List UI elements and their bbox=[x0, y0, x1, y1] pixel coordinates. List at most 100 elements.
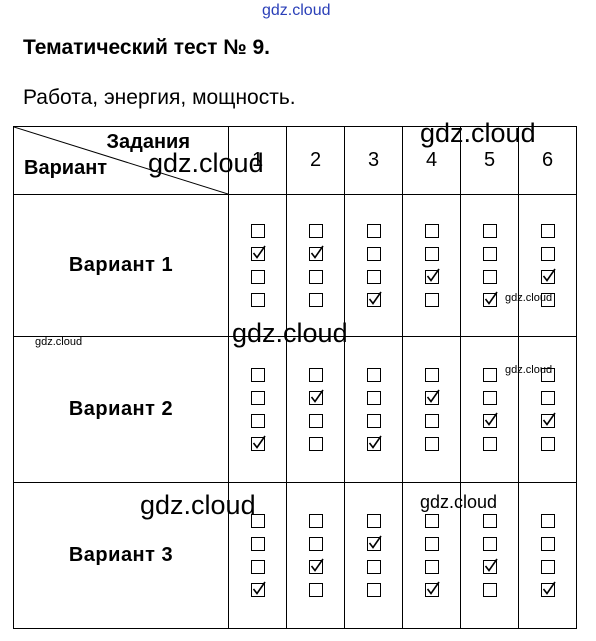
checkbox-empty[interactable] bbox=[540, 293, 555, 307]
checkbox-empty[interactable] bbox=[250, 414, 265, 428]
answer-options bbox=[482, 224, 498, 307]
checkbox-empty[interactable] bbox=[308, 368, 323, 382]
table-row: Вариант 1 bbox=[13, 194, 577, 337]
checkbox-empty[interactable] bbox=[250, 514, 265, 528]
checkbox-empty[interactable] bbox=[540, 560, 555, 574]
checkbox-empty[interactable] bbox=[366, 391, 381, 405]
checkbox-checked[interactable] bbox=[366, 535, 382, 551]
checkbox-empty[interactable] bbox=[540, 368, 555, 382]
checkbox-empty[interactable] bbox=[250, 224, 265, 238]
check-icon bbox=[310, 389, 324, 403]
watermark: gdz.cloud bbox=[140, 490, 256, 520]
table-row: Вариант 3 bbox=[13, 482, 577, 629]
checkbox-checked[interactable] bbox=[366, 435, 382, 451]
checkbox-empty[interactable] bbox=[250, 368, 265, 382]
checkbox-empty[interactable] bbox=[424, 514, 439, 528]
checkbox-empty[interactable] bbox=[540, 514, 555, 528]
checkbox-empty[interactable] bbox=[308, 270, 323, 284]
task-header-4: 4 bbox=[402, 126, 461, 195]
checkbox-empty[interactable] bbox=[308, 224, 323, 238]
checkbox-checked[interactable] bbox=[308, 245, 324, 261]
check-icon bbox=[426, 389, 440, 403]
checkbox-empty[interactable] bbox=[540, 437, 555, 451]
checkbox-empty[interactable] bbox=[540, 391, 555, 405]
answer-options bbox=[540, 514, 556, 597]
checkbox-empty[interactable] bbox=[482, 437, 497, 451]
checkbox-checked[interactable] bbox=[424, 268, 440, 284]
checkbox-checked[interactable] bbox=[424, 581, 440, 597]
check-icon bbox=[426, 268, 440, 282]
checkbox-checked[interactable] bbox=[250, 581, 266, 597]
checkbox-checked[interactable] bbox=[540, 268, 556, 284]
checkbox-checked[interactable] bbox=[540, 581, 556, 597]
checkbox-empty[interactable] bbox=[308, 414, 323, 428]
answer-cell bbox=[228, 482, 287, 629]
answer-options bbox=[540, 224, 556, 307]
page-title: Тематический тест № 9. bbox=[23, 36, 270, 59]
checkbox-checked[interactable] bbox=[482, 291, 498, 307]
checkbox-empty[interactable] bbox=[366, 270, 381, 284]
checkbox-empty[interactable] bbox=[366, 583, 381, 597]
checkbox-empty[interactable] bbox=[424, 247, 439, 261]
checkbox-empty[interactable] bbox=[250, 537, 265, 551]
checkbox-empty[interactable] bbox=[482, 270, 497, 284]
checkbox-empty[interactable] bbox=[424, 414, 439, 428]
answer-options bbox=[424, 368, 440, 451]
variant-label: Вариант 1 bbox=[13, 194, 229, 337]
corner-cell: Задания Вариант bbox=[13, 126, 229, 195]
checkbox-checked[interactable] bbox=[308, 558, 324, 574]
checkbox-checked[interactable] bbox=[250, 245, 266, 261]
checkbox-empty[interactable] bbox=[482, 391, 497, 405]
checkbox-empty[interactable] bbox=[540, 247, 555, 261]
checkbox-empty[interactable] bbox=[250, 560, 265, 574]
checkbox-empty[interactable] bbox=[366, 514, 381, 528]
checkbox-empty[interactable] bbox=[424, 560, 439, 574]
checkbox-empty[interactable] bbox=[482, 537, 497, 551]
watermark: gdz.cloud bbox=[35, 336, 83, 348]
answer-cell bbox=[402, 482, 461, 629]
checkbox-empty[interactable] bbox=[250, 270, 265, 284]
checkbox-empty[interactable] bbox=[366, 224, 381, 238]
answer-options bbox=[482, 368, 498, 451]
checkbox-checked[interactable] bbox=[366, 291, 382, 307]
checkbox-checked[interactable] bbox=[540, 412, 556, 428]
checkbox-empty[interactable] bbox=[482, 224, 497, 238]
checkbox-checked[interactable] bbox=[250, 435, 266, 451]
watermark: gdz.cloud bbox=[148, 148, 264, 178]
checkbox-empty[interactable] bbox=[424, 437, 439, 451]
checkbox-empty[interactable] bbox=[366, 414, 381, 428]
answer-cell bbox=[402, 336, 461, 483]
checkbox-empty[interactable] bbox=[424, 224, 439, 238]
checkbox-empty[interactable] bbox=[250, 391, 265, 405]
checkbox-empty[interactable] bbox=[540, 537, 555, 551]
checkbox-empty[interactable] bbox=[366, 247, 381, 261]
checkbox-checked[interactable] bbox=[482, 558, 498, 574]
checkbox-empty[interactable] bbox=[308, 514, 323, 528]
checkbox-checked[interactable] bbox=[308, 389, 324, 405]
checkbox-empty[interactable] bbox=[424, 368, 439, 382]
check-icon bbox=[368, 291, 382, 305]
check-icon bbox=[426, 581, 440, 595]
watermark: gdz.cloud bbox=[232, 318, 348, 348]
answer-cell bbox=[344, 336, 403, 483]
checkbox-empty[interactable] bbox=[366, 368, 381, 382]
checkbox-empty[interactable] bbox=[482, 514, 497, 528]
checkbox-empty[interactable] bbox=[308, 293, 323, 307]
checkbox-empty[interactable] bbox=[366, 560, 381, 574]
checkbox-empty[interactable] bbox=[482, 368, 497, 382]
answer-options bbox=[366, 224, 382, 307]
checkbox-empty[interactable] bbox=[482, 583, 497, 597]
checkbox-empty[interactable] bbox=[308, 537, 323, 551]
checkbox-empty[interactable] bbox=[308, 437, 323, 451]
checkbox-empty[interactable] bbox=[308, 583, 323, 597]
checkbox-empty[interactable] bbox=[424, 537, 439, 551]
checkbox-empty[interactable] bbox=[482, 247, 497, 261]
checkbox-empty[interactable] bbox=[424, 293, 439, 307]
checkbox-checked[interactable] bbox=[424, 389, 440, 405]
checkbox-empty[interactable] bbox=[250, 293, 265, 307]
task-header-6: 6 bbox=[518, 126, 577, 195]
checkbox-checked[interactable] bbox=[482, 412, 498, 428]
checkbox-empty[interactable] bbox=[540, 224, 555, 238]
check-icon bbox=[368, 535, 382, 549]
answer-options bbox=[366, 514, 382, 597]
